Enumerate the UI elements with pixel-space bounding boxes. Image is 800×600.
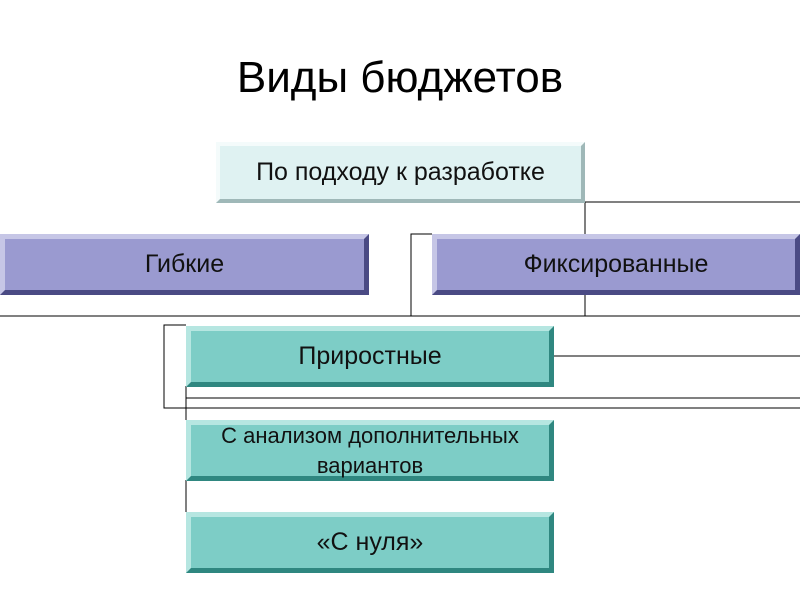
- slide-title: Виды бюджетов: [236, 53, 564, 102]
- node-incremental-label: Приростные: [298, 342, 442, 370]
- root-node-label: По подходу к разработке: [256, 158, 545, 186]
- node-alternatives-label: С анализом дополнительных вариантов: [221, 422, 519, 478]
- root-node: По подходу к разработке: [216, 142, 585, 203]
- node-zero-based: «С нуля»: [186, 512, 554, 573]
- connector-fixed-bracket: [410, 233, 432, 316]
- node-alternatives: С анализом дополнительных вариантов: [186, 420, 554, 481]
- node-incremental: Приростные: [186, 326, 554, 387]
- node-zero-based-label: «С нуля»: [316, 528, 424, 556]
- node-fixed: Фиксированные: [432, 234, 800, 295]
- connector-level2-bracket: [163, 324, 800, 409]
- node-fixed-label: Фиксированные: [523, 250, 709, 278]
- node-flexible-label: Гибкие: [144, 250, 225, 278]
- node-flexible: Гибкие: [0, 234, 369, 295]
